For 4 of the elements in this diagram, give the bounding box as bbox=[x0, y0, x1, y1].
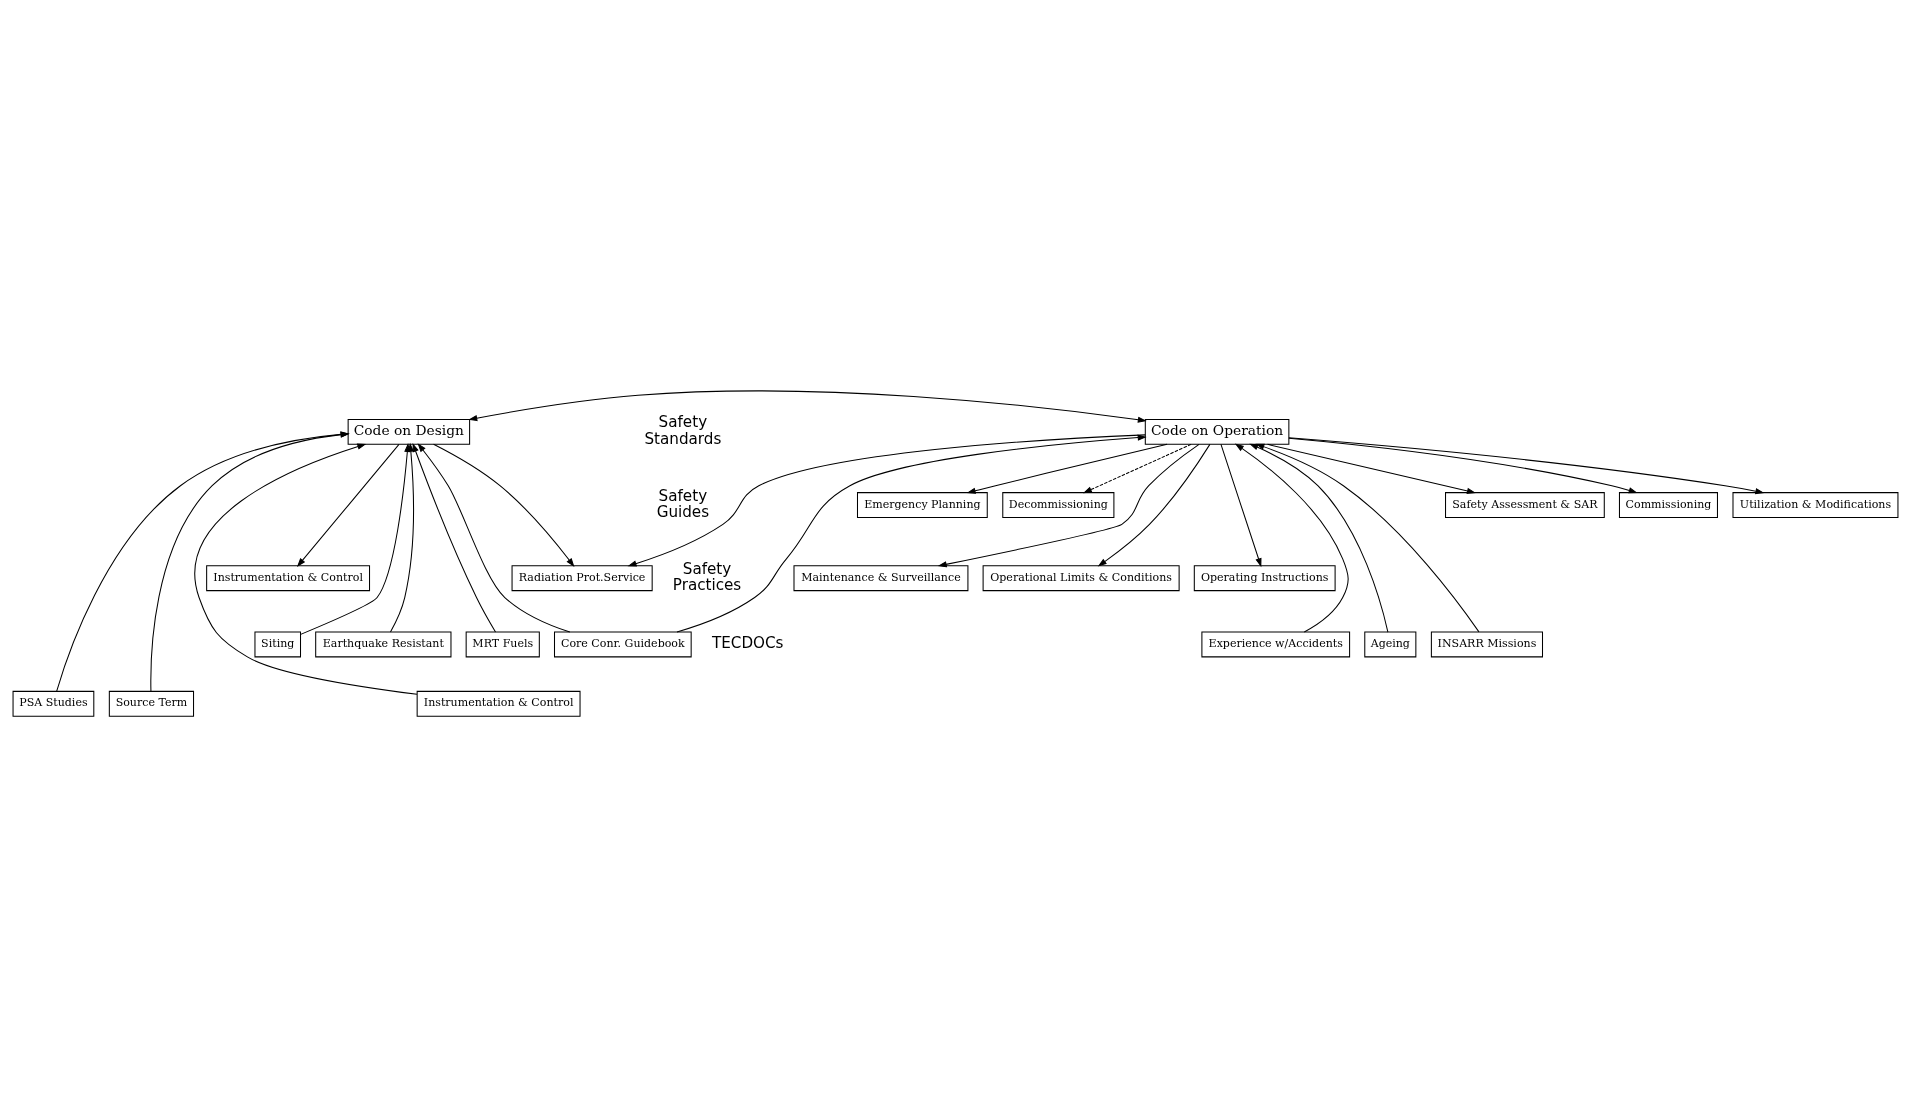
label: Safety Guides bbox=[656, 486, 710, 522]
label: Safety Standards bbox=[644, 413, 722, 449]
label: Safety Practices bbox=[672, 559, 742, 595]
label: TECDOCs bbox=[711, 634, 784, 653]
